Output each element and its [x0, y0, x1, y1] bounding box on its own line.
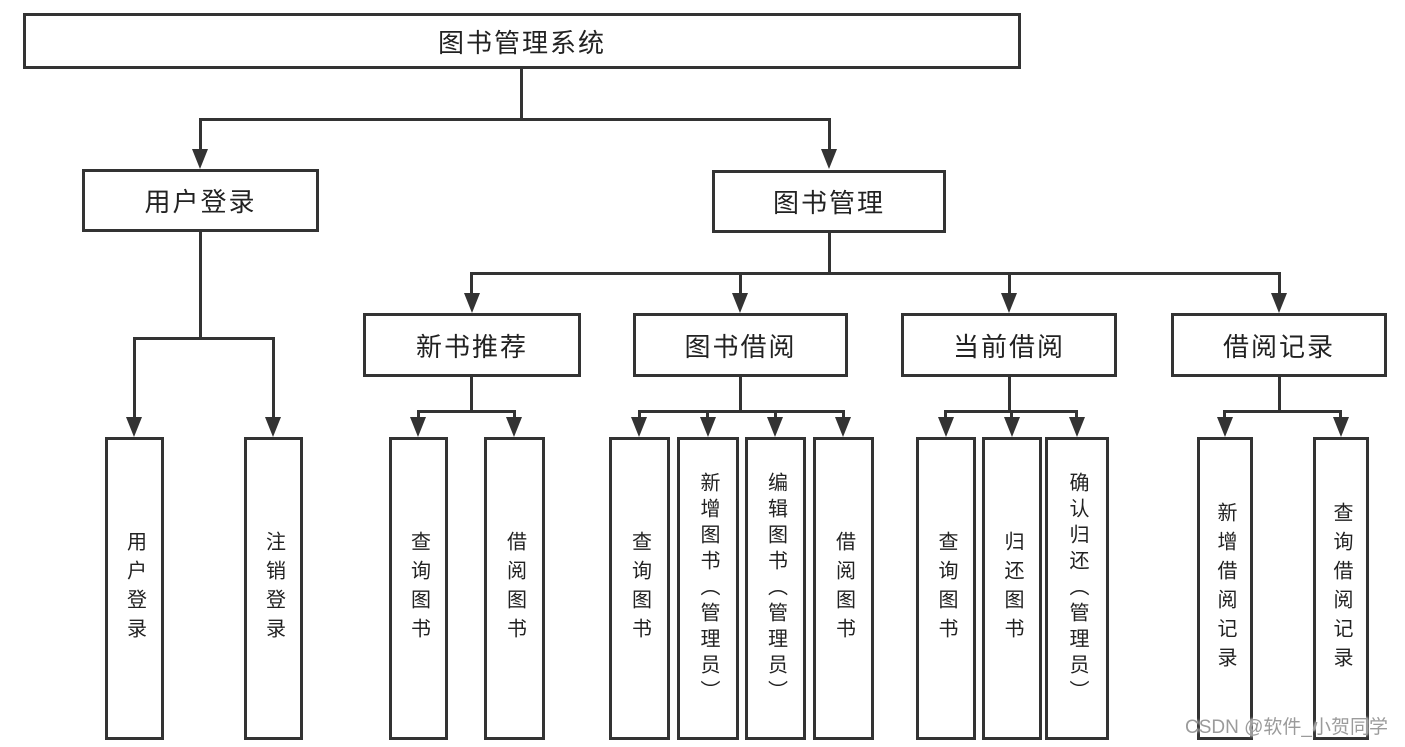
connector-line	[199, 232, 202, 337]
leaf-user-login-label: 用户登录	[123, 530, 146, 647]
connector-line	[470, 272, 473, 293]
connector-line	[1075, 410, 1078, 417]
node-user-login: 用户登录	[82, 169, 319, 232]
connector-line	[828, 233, 831, 272]
arrowhead-down-icon	[732, 293, 748, 313]
connector-line	[1339, 410, 1342, 417]
connector-line	[513, 410, 516, 417]
node-root: 图书管理系统	[23, 13, 1021, 69]
leaf-query-books-current: 查询图书	[916, 437, 976, 740]
arrowhead-down-icon	[835, 417, 851, 437]
arrowhead-down-icon	[265, 417, 281, 437]
connector-line	[1008, 272, 1011, 293]
node-book-borrow: 图书借阅	[633, 313, 848, 377]
connector-line	[638, 410, 845, 413]
leaf-confirm-return-admin-label: 确认归还（管理员）	[1066, 471, 1088, 706]
node-borrow-records-label: 借阅记录	[1222, 331, 1335, 362]
leaf-logout-login-label: 注销登录	[262, 530, 285, 647]
arrowhead-down-icon	[938, 417, 954, 437]
arrowhead-down-icon	[1069, 417, 1085, 437]
node-new-book-recommend: 新书推荐	[363, 313, 581, 377]
node-new-book-recommend-label: 新书推荐	[415, 331, 528, 362]
leaf-borrow-books-borrow-label: 借阅图书	[832, 530, 855, 647]
connector-line	[133, 337, 136, 417]
connector-line	[944, 410, 947, 417]
leaf-confirm-return-admin: 确认归还（管理员）	[1045, 437, 1109, 740]
node-borrow-records: 借阅记录	[1171, 313, 1387, 377]
leaf-add-book-admin-label: 新增图书（管理员）	[697, 471, 719, 706]
connector-line	[638, 410, 641, 417]
leaf-borrow-books-recommend-label: 借阅图书	[503, 530, 526, 647]
arrowhead-down-icon	[1217, 417, 1233, 437]
connector-line	[417, 410, 516, 413]
connector-line	[133, 337, 275, 340]
leaf-query-books-recommend: 查询图书	[389, 437, 448, 740]
arrowhead-down-icon	[192, 149, 208, 169]
connector-line	[1008, 377, 1011, 410]
leaf-query-books-borrow: 查询图书	[609, 437, 670, 740]
node-book-borrow-label: 图书借阅	[684, 331, 797, 362]
connector-line	[272, 337, 275, 417]
node-root-label: 图书管理系统	[437, 27, 606, 58]
leaf-add-borrow-record-label: 新增借阅记录	[1214, 501, 1236, 676]
leaf-return-book-label: 归还图书	[1001, 530, 1023, 647]
connector-line	[520, 68, 523, 118]
connector-line	[199, 118, 202, 151]
leaf-return-book: 归还图书	[982, 437, 1042, 740]
arrowhead-down-icon	[464, 293, 480, 313]
leaf-query-books-recommend-label: 查询图书	[407, 530, 430, 647]
arrowhead-down-icon	[700, 417, 716, 437]
leaf-query-books-current-label: 查询图书	[935, 530, 957, 647]
node-current-borrow-label: 当前借阅	[952, 331, 1065, 362]
csdn-watermark: CSDN @软件_小贺同学	[1185, 717, 1388, 738]
connector-line	[739, 377, 742, 410]
leaf-add-book-admin: 新增图书（管理员）	[677, 437, 739, 740]
arrowhead-down-icon	[631, 417, 647, 437]
arrowhead-down-icon	[821, 149, 837, 169]
node-book-management: 图书管理	[712, 170, 946, 233]
arrowhead-down-icon	[1001, 293, 1017, 313]
arrowhead-down-icon	[126, 417, 142, 437]
connector-line	[706, 410, 709, 417]
arrowhead-down-icon	[506, 417, 522, 437]
arrowhead-down-icon	[410, 417, 426, 437]
node-user-login-label: 用户登录	[144, 187, 257, 217]
leaf-add-borrow-record: 新增借阅记录	[1197, 437, 1253, 740]
leaf-logout-login: 注销登录	[244, 437, 303, 740]
leaf-edit-book-admin: 编辑图书（管理员）	[745, 437, 806, 740]
connector-line	[417, 410, 420, 417]
connector-line	[471, 272, 1280, 275]
leaf-user-login: 用户登录	[105, 437, 164, 740]
leaf-query-borrow-record-label: 查询借阅记录	[1330, 501, 1352, 676]
leaf-edit-book-admin-label: 编辑图书（管理员）	[764, 471, 787, 706]
arrowhead-down-icon	[1333, 417, 1349, 437]
connector-line	[1223, 410, 1226, 417]
connector-line	[470, 377, 473, 410]
leaf-borrow-books-recommend: 借阅图书	[484, 437, 545, 740]
connector-line	[842, 410, 845, 417]
connector-line	[1278, 272, 1281, 293]
leaf-borrow-books-borrow: 借阅图书	[813, 437, 874, 740]
leaf-query-books-borrow-label: 查询图书	[628, 530, 651, 647]
connector-line	[739, 272, 742, 293]
arrowhead-down-icon	[767, 417, 783, 437]
connector-line	[1278, 377, 1281, 410]
node-book-management-label: 图书管理	[772, 188, 885, 218]
node-current-borrow: 当前借阅	[901, 313, 1117, 377]
arrowhead-down-icon	[1271, 293, 1287, 313]
connector-line	[774, 410, 777, 417]
leaf-query-borrow-record: 查询借阅记录	[1313, 437, 1369, 740]
connector-line	[828, 118, 831, 151]
connector-line	[199, 118, 831, 121]
arrowhead-down-icon	[1004, 417, 1020, 437]
connector-line	[1010, 410, 1013, 417]
connector-line	[1224, 410, 1342, 413]
